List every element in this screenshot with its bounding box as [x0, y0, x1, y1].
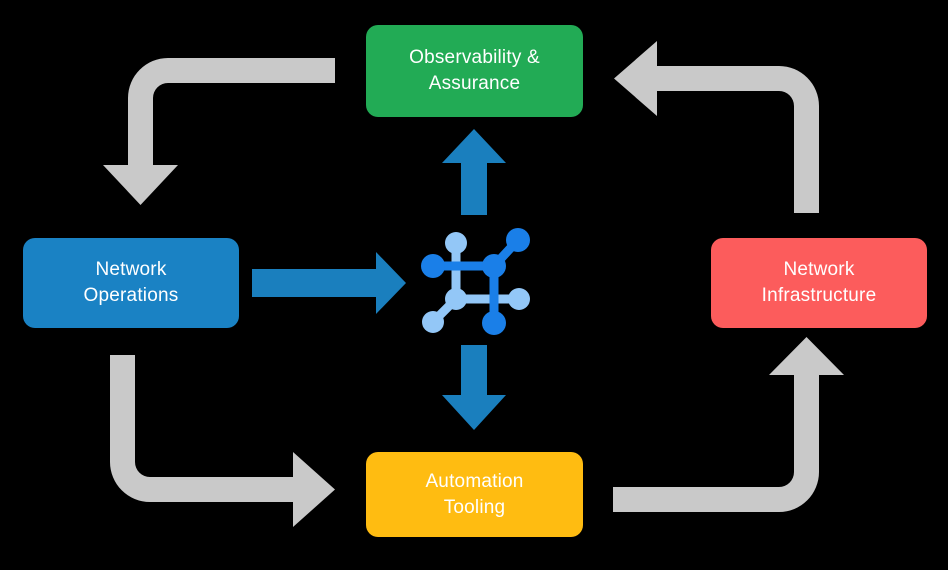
node-box-automation-tooling[interactable]: Automation Tooling [366, 452, 583, 537]
node-box-observability[interactable]: Observability & Assurance [366, 25, 583, 117]
node-label-network-operations: Network Operations [83, 259, 179, 306]
network-icon-dark-nodes [421, 228, 530, 335]
node-box-network-infrastructure[interactable]: Network Infrastructure [711, 238, 927, 328]
gray-arrow-operations-to-automation [110, 355, 335, 527]
blue-arrow-operations-to-center [252, 252, 406, 314]
gray-arrow-automation-to-infrastructure [613, 337, 844, 512]
node-label-network-infrastructure: Network Infrastructure [761, 259, 877, 306]
node-label-automation-tooling: Automation Tooling [425, 470, 524, 518]
blue-arrow-center-to-observability [442, 129, 506, 215]
network-icon-light-nodes [422, 232, 530, 333]
node-label-observability: Observability & Assurance [409, 47, 540, 94]
network-icon-light-edges [429, 243, 519, 326]
network-icon-dark-edges [433, 236, 522, 323]
blue-arrow-center-to-automation [442, 345, 506, 430]
gray-arrow-infrastructure-to-observability [614, 41, 819, 213]
gray-arrow-observability-to-operations [103, 58, 335, 205]
node-box-network-operations[interactable]: Network Operations [23, 238, 239, 328]
